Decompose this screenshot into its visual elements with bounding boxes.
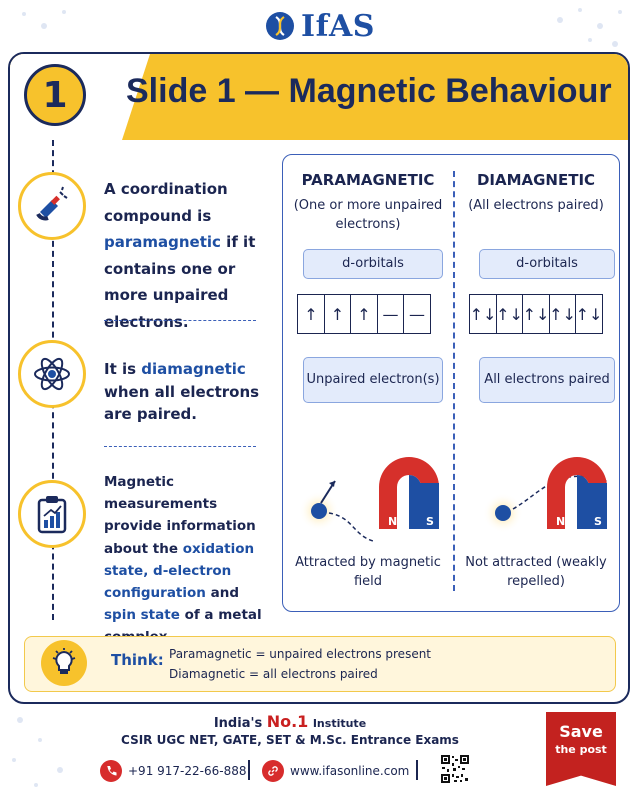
repel-path — [512, 475, 608, 510]
save-label: Save — [559, 722, 603, 741]
paired-electrons-label: All electrons paired — [479, 357, 615, 403]
think-box: Think: Paramagnetic = unpaired electrons… — [24, 636, 616, 692]
diamagnetic-orbital-boxes: ↑↓ ↑↓ ↑↓ ↑↓ ↑↓ — [469, 294, 603, 334]
orbital-box: — — [376, 294, 405, 334]
point-text: It is — [104, 360, 137, 378]
spin-arrowhead — [329, 481, 335, 487]
footer-exams: CSIR UGC NET, GATE, SET & M.Sc. Entrance… — [121, 733, 459, 747]
dna-icon — [266, 12, 295, 40]
diamagnetic-title: DIAMAGNETIC — [476, 171, 596, 189]
orbital-box: ↑↓ — [495, 294, 524, 334]
paramagnetic-orbitals-label: d-orbitals — [303, 249, 443, 279]
contact-phone[interactable]: +91 917-22-66-888 — [100, 760, 246, 782]
paramagnetic-orbital-boxes: ↑ ↑ ↑ — — — [297, 294, 431, 334]
divider — [104, 446, 256, 447]
orbital-box: ↑↓ — [548, 294, 577, 334]
clipboard-icon-badge — [18, 480, 86, 548]
point-diamagnetic: It is diamagnetic when all electrons are… — [104, 358, 274, 426]
tagline-suffix: Institute — [312, 717, 367, 730]
orbital-box: ↑↓ — [575, 294, 603, 334]
orbital-box: ↑ — [323, 294, 352, 334]
link-icon — [262, 760, 284, 782]
paramagnetic-subtitle: (One or more unpaired electrons) — [293, 198, 443, 232]
electron-ball — [495, 505, 511, 521]
magnet-south-arc — [409, 475, 439, 529]
lightbulb-icon-badge — [41, 640, 87, 686]
point-paramagnetic: A coordination compound is paramagnetic … — [104, 176, 272, 335]
tagline-prefix: India's — [213, 716, 263, 731]
qr-code[interactable] — [440, 754, 470, 784]
unpaired-electron-label: Unpaired electron(s) — [303, 357, 443, 403]
phone-number: +91 917-22-66-888 — [128, 764, 247, 778]
divider — [104, 320, 256, 321]
orbital-box: — — [403, 294, 431, 334]
footer-divider — [248, 760, 250, 780]
diamagnetic-magnet-illustration: N S — [483, 457, 608, 533]
think-line-diamagnetic: Diamagnetic = all electrons paired — [169, 667, 378, 681]
highlight-oxidation: oxidation state, d-electron configuratio… — [104, 540, 255, 602]
footer-tagline: India's No.1 Institute — [0, 712, 580, 731]
magnet-icon-badge — [18, 172, 86, 240]
column-divider — [453, 171, 455, 591]
save-sublabel: the post — [555, 743, 607, 756]
think-label: Think: — [111, 651, 164, 669]
orbital-box: ↑↓ — [522, 294, 550, 334]
point-text: A coordination compound is — [104, 180, 228, 225]
north-pole-label: N — [388, 515, 397, 528]
atom-icon-badge — [18, 340, 86, 408]
diamagnetic-caption: Not attracted (weakly repelled) — [465, 555, 607, 589]
paramagnetic-caption: Attracted by magnetic field — [295, 555, 441, 589]
electron-ball — [311, 503, 327, 519]
contact-website[interactable]: www.ifasonline.com — [262, 760, 409, 782]
atom-icon — [34, 357, 70, 391]
tagline-highlight: No.1 — [266, 712, 309, 731]
magnet-icon — [36, 186, 68, 221]
point-text: when all electrons are paired. — [104, 382, 260, 424]
south-pole-label: S — [594, 515, 602, 528]
lightbulb-icon — [52, 648, 76, 674]
highlight-diamagnetic: diamagnetic — [141, 360, 246, 378]
paramagnetic-title: PARAMAGNETIC — [301, 171, 435, 189]
clipboard-chart-icon — [37, 496, 67, 534]
phone-icon — [100, 760, 122, 782]
south-pole-label: S — [426, 515, 434, 528]
orbital-box: ↑ — [350, 294, 378, 334]
slide-title: Slide 1 — Magnetic Behaviour — [126, 72, 612, 110]
magnet-south-arc — [577, 475, 607, 529]
north-pole-label: N — [556, 515, 565, 528]
save-the-post-badge[interactable]: Save the post — [546, 712, 616, 786]
point-measurements: Magnetic measurements provide informatio… — [104, 471, 274, 649]
diamagnetic-subtitle: (All electrons paired) — [468, 198, 604, 213]
point-text: if it contains one or more unpaired elec… — [104, 233, 256, 331]
brand-name: IfAS — [301, 8, 375, 44]
orbital-box: ↑ — [297, 294, 325, 334]
website-link: www.ifasonline.com — [290, 764, 410, 778]
slide-number: 1 — [24, 64, 86, 126]
highlight-spin: spin state — [104, 607, 180, 624]
highlight-paramagnetic: paramagnetic — [104, 233, 221, 251]
comparison-panel: PARAMAGNETIC (One or more unpaired elect… — [282, 154, 620, 612]
diamagnetic-orbitals-label: d-orbitals — [479, 249, 615, 279]
brand-logo: IfAS — [0, 6, 640, 46]
footer-divider — [416, 760, 418, 780]
slide-card: 1 Slide 1 — Magnetic Behaviour A coordin… — [8, 52, 630, 704]
point-text: and — [210, 585, 239, 602]
paramagnetic-magnet-illustration: N S — [299, 457, 439, 542]
think-line-paramagnetic: Paramagnetic = unpaired electrons presen… — [169, 647, 432, 661]
point-text: Magnetic measurements provide informatio… — [104, 474, 256, 557]
orbital-box: ↑↓ — [469, 294, 497, 334]
